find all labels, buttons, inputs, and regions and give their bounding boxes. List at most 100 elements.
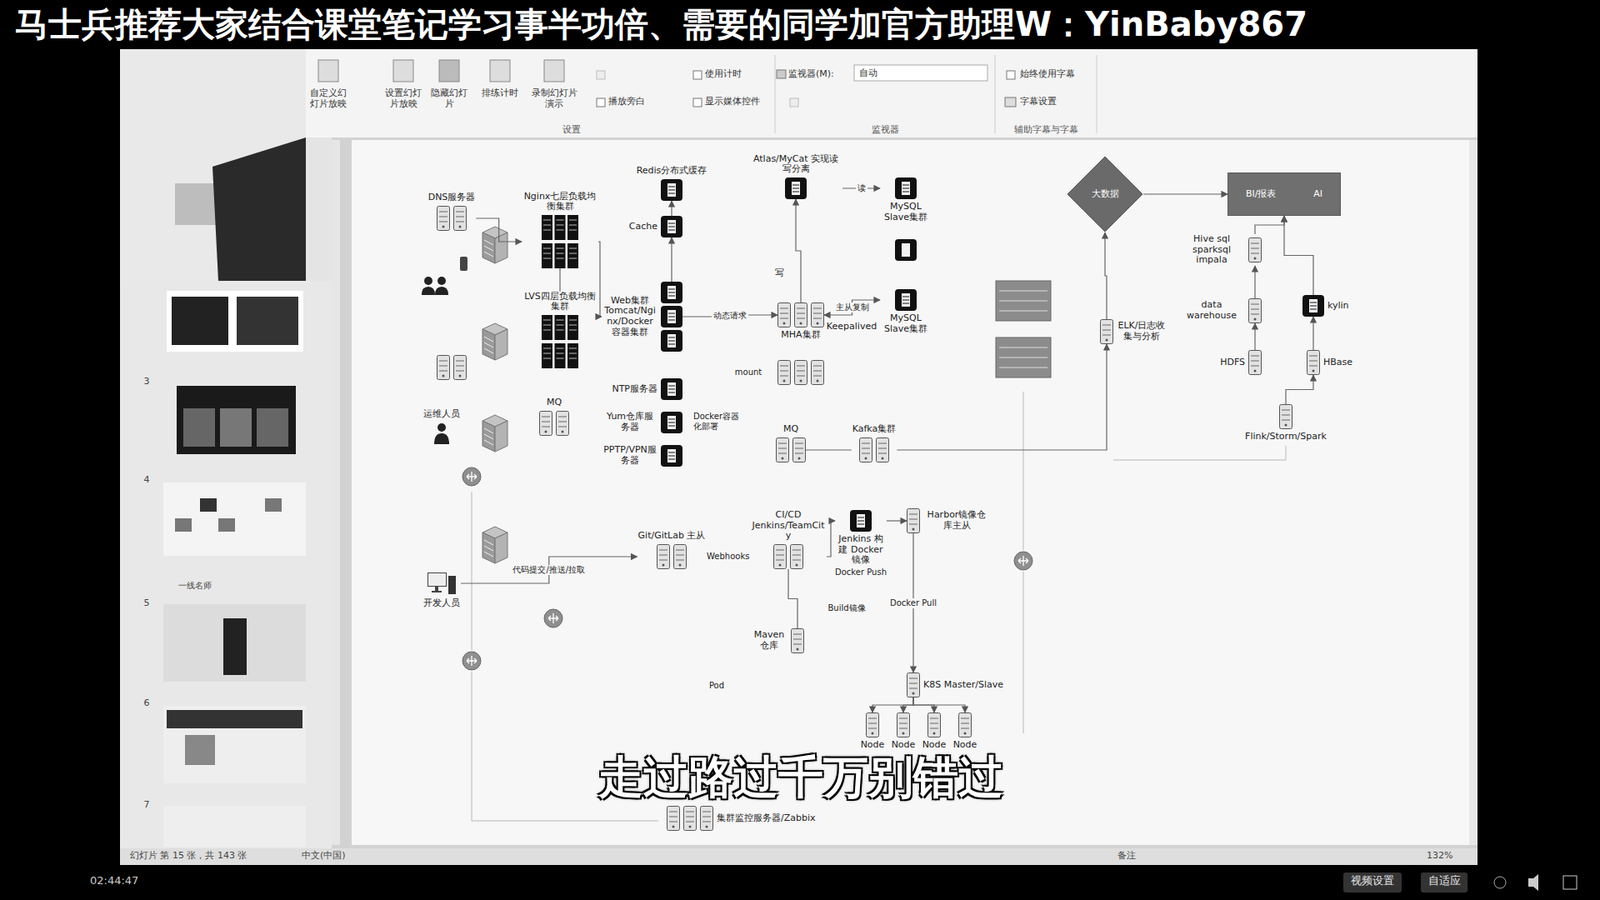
server-tile bbox=[660, 179, 683, 201]
server-tile bbox=[1302, 295, 1325, 317]
connector bbox=[896, 344, 1107, 450]
decor-circle bbox=[881, 457, 885, 460]
decor-circle bbox=[545, 430, 548, 434]
thumbnail-art bbox=[171, 296, 229, 345]
node-label: K8S Master/Slave bbox=[922, 680, 1005, 691]
fullscreen-icon bbox=[1563, 875, 1577, 890]
decor-line bbox=[930, 728, 939, 730]
node-label: 集群监控服务器/Zabbix bbox=[715, 813, 817, 825]
thumbnail-art bbox=[223, 618, 247, 675]
phone-icon bbox=[460, 256, 468, 271]
decor-line bbox=[902, 191, 910, 193]
decor-rect bbox=[555, 243, 566, 269]
pc-tower bbox=[448, 575, 456, 595]
server-tower bbox=[541, 243, 553, 269]
thumbnail-art bbox=[200, 498, 217, 512]
server-tile bbox=[785, 177, 807, 200]
node-label: Atlas/MyCat 实现读写分离 bbox=[749, 154, 843, 175]
decor-rect bbox=[660, 281, 683, 304]
decor-rect bbox=[897, 713, 910, 738]
decor-circle bbox=[1254, 318, 1257, 321]
server-tile bbox=[660, 445, 683, 467]
decor-rect bbox=[795, 303, 808, 328]
slide-thumbnail bbox=[163, 805, 306, 847]
server-icon bbox=[700, 806, 714, 831]
decor-line bbox=[669, 811, 678, 813]
connector-label: 读 bbox=[855, 183, 868, 194]
node-label: Node bbox=[890, 740, 917, 751]
decor-line bbox=[793, 644, 802, 645]
decor-circle bbox=[779, 564, 782, 567]
decor-line bbox=[556, 230, 565, 231]
connector bbox=[670, 200, 672, 216]
decor-line bbox=[702, 811, 711, 813]
ribbon-icon bbox=[318, 60, 339, 82]
decor-use bbox=[462, 467, 481, 486]
decor-rect bbox=[567, 215, 579, 240]
dropdown bbox=[854, 65, 988, 81]
decor-line bbox=[909, 683, 918, 685]
person-head bbox=[437, 423, 446, 432]
server-icon bbox=[791, 629, 805, 654]
decor-rect bbox=[660, 330, 683, 352]
decor-rect bbox=[895, 289, 917, 311]
decor-line bbox=[861, 453, 870, 455]
decor-rect bbox=[790, 545, 804, 570]
ribbon-separator bbox=[775, 55, 776, 134]
decor-line bbox=[1250, 243, 1260, 245]
decor-line bbox=[543, 225, 551, 226]
decor-rect bbox=[541, 215, 553, 240]
connector bbox=[826, 520, 835, 557]
server-tile bbox=[660, 281, 683, 304]
decor-line bbox=[541, 426, 550, 428]
checkbox bbox=[790, 98, 799, 107]
decor-rect bbox=[555, 215, 566, 240]
storage-stripe bbox=[999, 300, 1048, 302]
decor-line bbox=[668, 389, 675, 390]
decor-line bbox=[1250, 304, 1260, 305]
decor-line bbox=[569, 325, 577, 326]
decor-use bbox=[778, 360, 791, 385]
decor-rect bbox=[555, 343, 566, 369]
connector-label: 动态请求 bbox=[711, 310, 749, 321]
decor-line bbox=[795, 453, 804, 455]
decor-line bbox=[899, 723, 908, 725]
thumbnail-art bbox=[220, 408, 252, 447]
decor-circle bbox=[689, 825, 692, 829]
decor-line bbox=[792, 191, 800, 193]
connector bbox=[1143, 193, 1228, 195]
connector bbox=[1284, 215, 1314, 295]
decor-circle bbox=[459, 225, 462, 229]
decor-line bbox=[659, 560, 668, 561]
decor-circle bbox=[705, 825, 709, 829]
decor-rect bbox=[860, 438, 873, 463]
server-icon bbox=[876, 438, 890, 463]
server-icon bbox=[785, 177, 807, 200]
node-label: 开发人员 bbox=[422, 598, 461, 610]
decor-line bbox=[558, 421, 567, 423]
decor-rect bbox=[437, 206, 450, 231]
server-tower bbox=[567, 243, 579, 269]
decor-line bbox=[668, 313, 675, 315]
decor-line bbox=[857, 524, 865, 525]
decor-rect bbox=[667, 806, 680, 831]
server-node: HDFS bbox=[1219, 350, 1262, 375]
decor-line bbox=[668, 425, 675, 427]
decor-rect bbox=[667, 285, 676, 300]
decor-rect bbox=[907, 673, 920, 698]
node-label: kylin bbox=[1326, 300, 1350, 312]
decor-line bbox=[685, 821, 695, 823]
server-icon bbox=[1248, 237, 1262, 263]
decor-line bbox=[556, 253, 565, 255]
storage-stripe bbox=[999, 367, 1048, 369]
decor-circle bbox=[1254, 257, 1257, 260]
decor-rect bbox=[567, 315, 579, 340]
decor-line bbox=[780, 308, 789, 310]
decor-line bbox=[902, 300, 910, 301]
decor-rect bbox=[791, 629, 805, 654]
decor-line bbox=[668, 295, 675, 297]
decor-rect bbox=[1307, 350, 1320, 375]
decor-line bbox=[668, 337, 675, 339]
decor-circle bbox=[865, 457, 868, 460]
